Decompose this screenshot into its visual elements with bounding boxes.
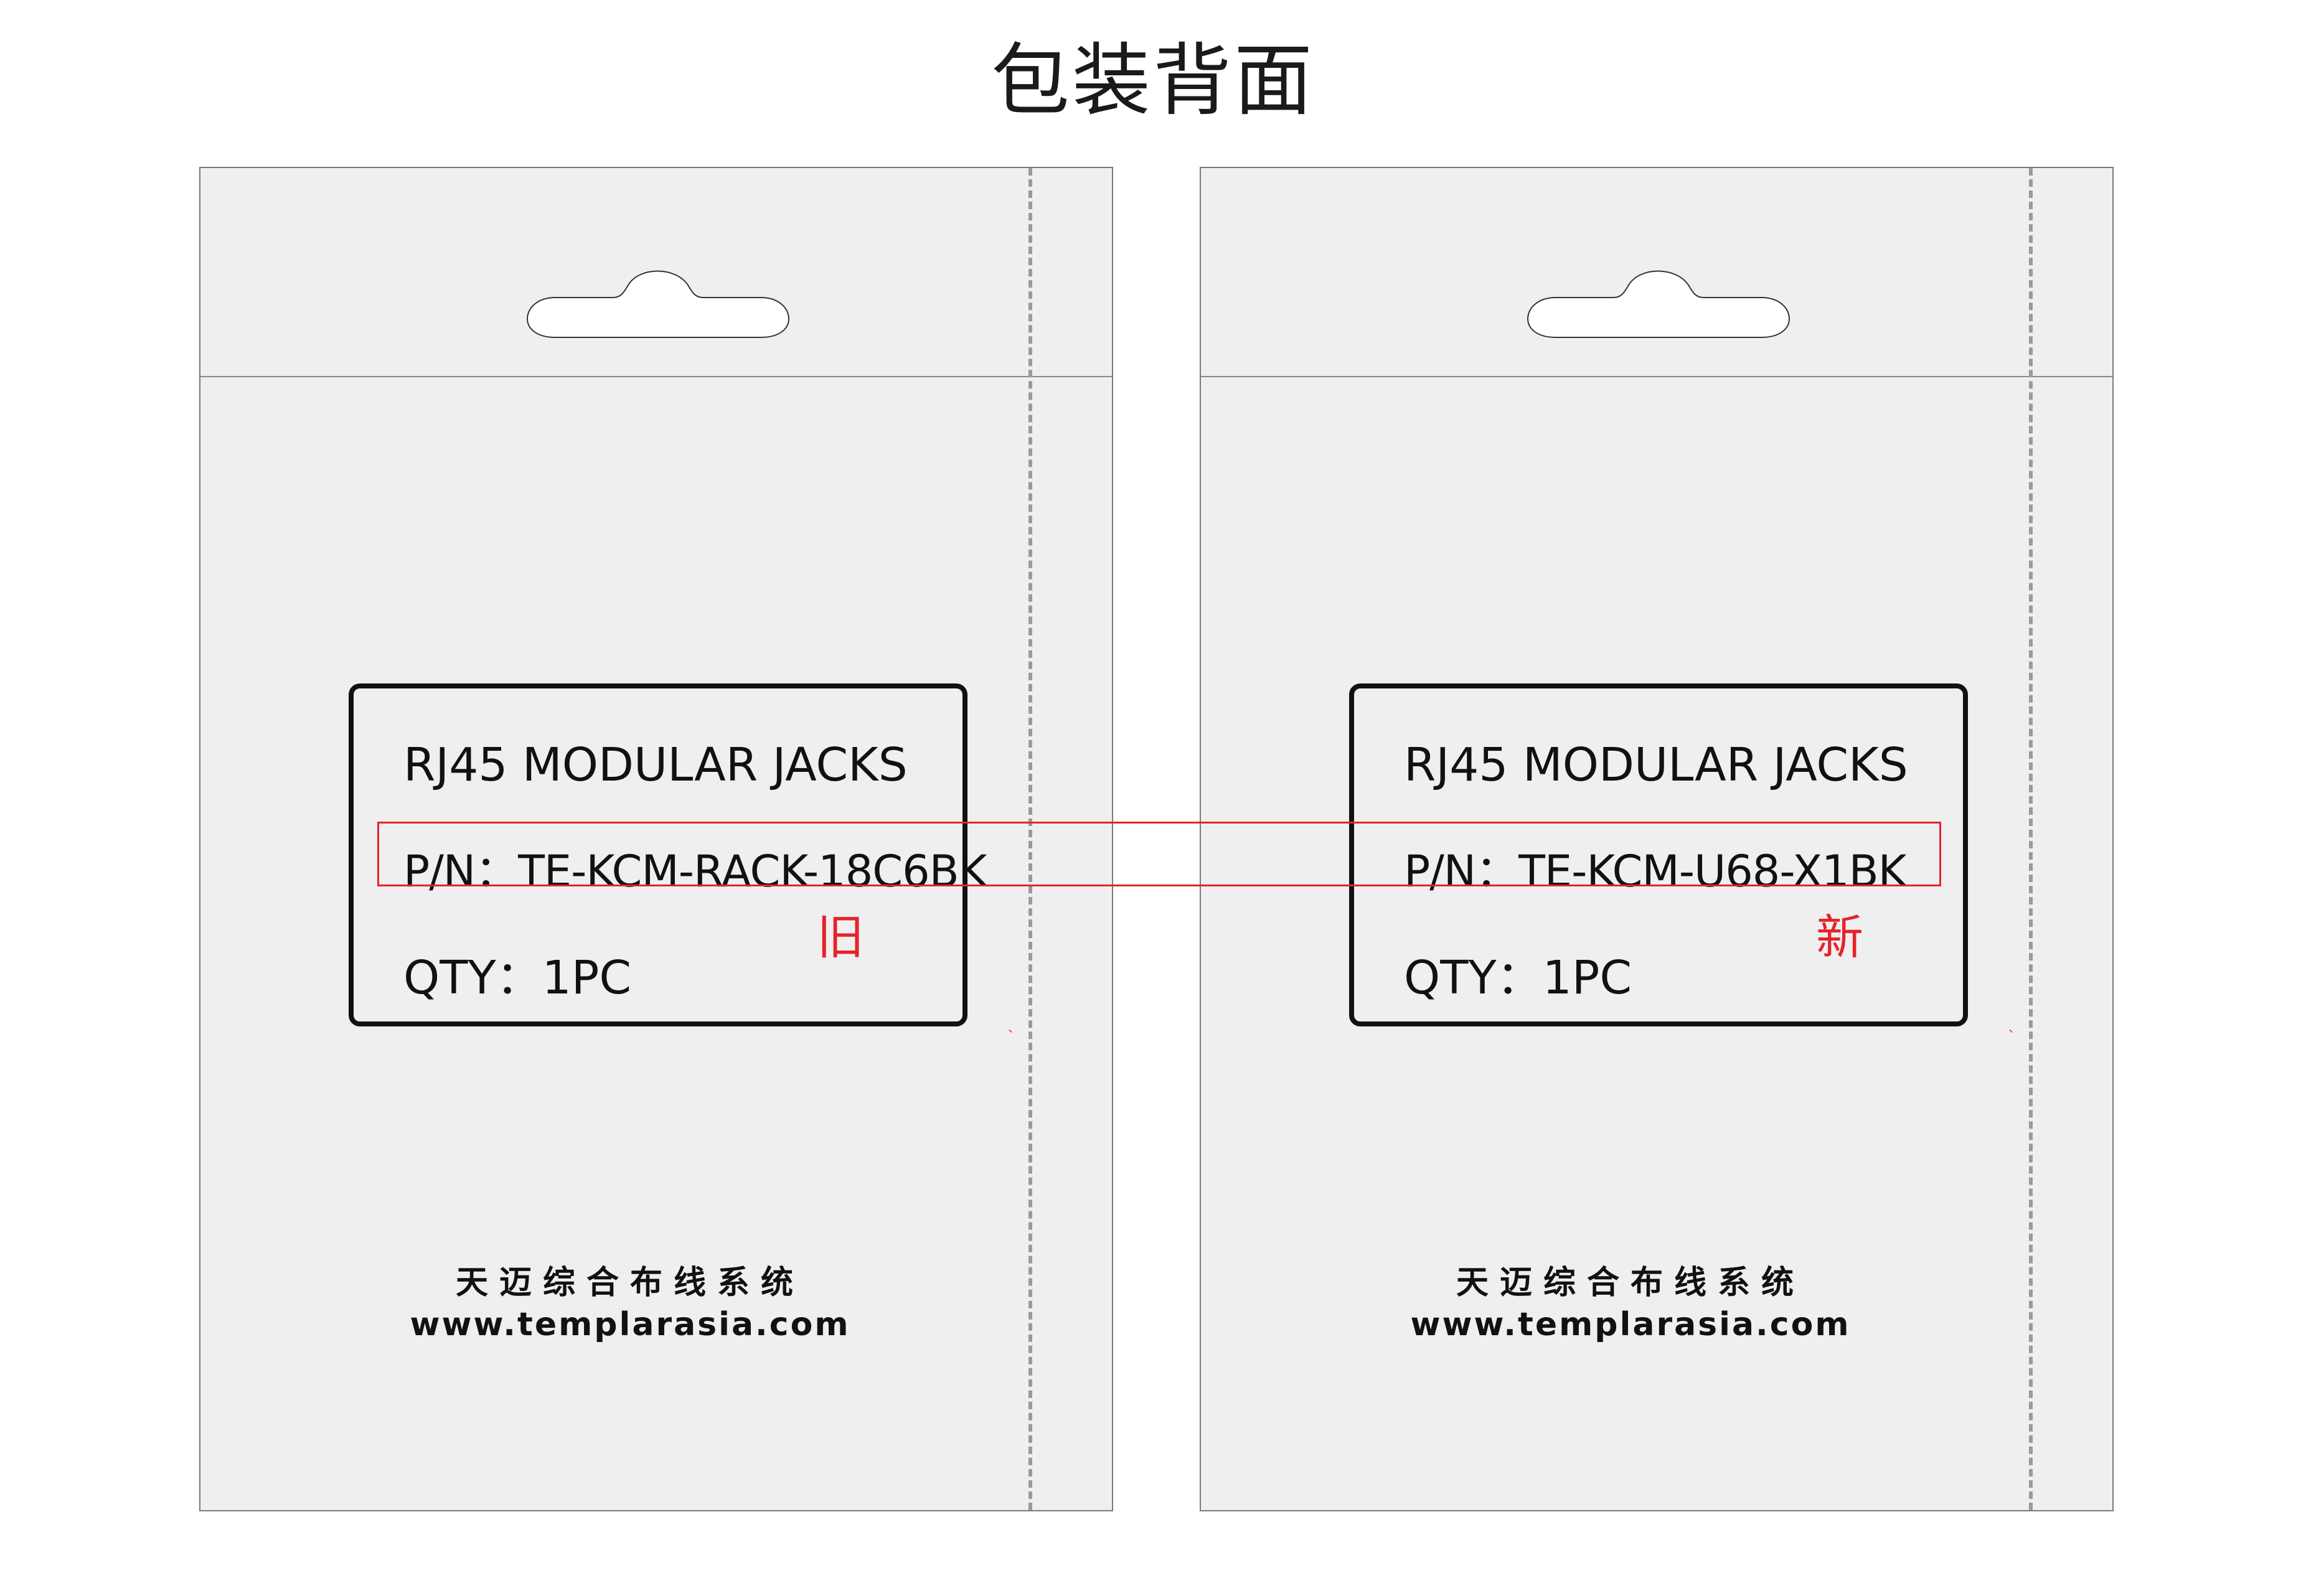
package-back-old: RJ45 MODULAR JACKS P/N：TE-KCM-RACK-18C6B… (199, 167, 1113, 1511)
tick-mark: ﹑ (1004, 1020, 1018, 1035)
perforation-line (2029, 168, 2033, 1510)
product-title: RJ45 MODULAR JACKS (1404, 738, 1908, 792)
header-fold-line (200, 376, 1112, 377)
euro-hang-hole-icon (526, 270, 790, 338)
website-url: www.templarasia.com (410, 1306, 850, 1343)
part-number-comparison-highlight (377, 822, 1941, 886)
euro-hang-hole-icon (1527, 270, 1791, 338)
package-back-new: RJ45 MODULAR JACKS P/N：TE-KCM-U68-X1BK Q… (1200, 167, 2114, 1511)
product-label: RJ45 MODULAR JACKS P/N：TE-KCM-RACK-18C6B… (349, 683, 987, 1026)
version-tag-new: 新 (1816, 909, 1863, 965)
page-title: 包装背面 (991, 35, 1315, 126)
quantity: QTY：1PC (403, 951, 632, 1005)
part-number: P/N：TE-KCM-U68-X1BK (1404, 846, 1907, 897)
part-number: P/N：TE-KCM-RACK-18C6BK (403, 846, 987, 897)
header-fold-line (1201, 376, 2112, 377)
quantity: QTY：1PC (1404, 951, 1632, 1005)
company-name: 天迈综合布线系统 (1456, 1264, 1805, 1302)
version-tag-old: 旧 (817, 909, 864, 965)
company-name: 天迈综合布线系统 (455, 1264, 804, 1302)
product-title: RJ45 MODULAR JACKS (403, 738, 908, 792)
tick-mark: ﹑ (2004, 1020, 2018, 1035)
website-url: www.templarasia.com (1410, 1306, 1851, 1343)
perforation-line (1028, 168, 1032, 1510)
product-label: RJ45 MODULAR JACKS P/N：TE-KCM-U68-X1BK Q… (1349, 683, 1968, 1026)
